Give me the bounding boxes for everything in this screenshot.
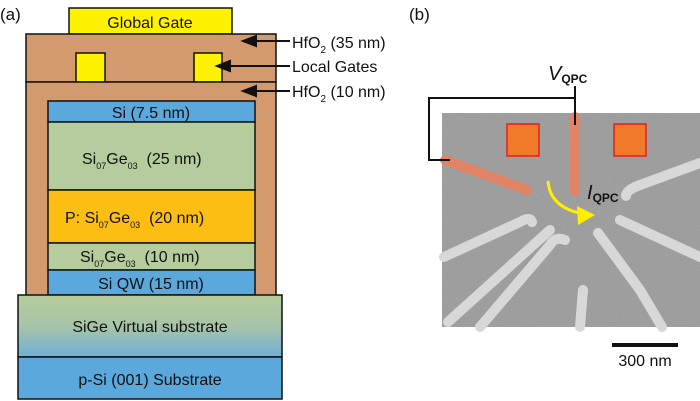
local-gate-right [193, 52, 223, 83]
hfo2-35-layer [25, 33, 277, 83]
qpc-gates [440, 112, 580, 196]
local-gate-left [75, 52, 106, 83]
measurement-wire [428, 86, 576, 161]
local-gates-label: Local Gates [292, 59, 377, 76]
p-sige-20-label: P: Si07Ge03 (20 nm) [65, 210, 204, 230]
v-qpc-label: VQPC [548, 63, 588, 86]
substrate-layer [17, 356, 283, 400]
panel-b-label: (b) [409, 5, 430, 24]
panel-a-label: (a) [0, 5, 21, 24]
sem-image [439, 112, 700, 332]
si-cap-label: Si (7.5 nm) [112, 105, 190, 122]
p-sige-20-layer [47, 189, 256, 244]
panel-a: (a) Global Gate Si (7.5 nm) Si07Ge03 (25… [0, 5, 386, 400]
i-qpc-label: IQPC [587, 182, 619, 205]
annotation-arrows [214, 34, 290, 98]
hfo2-35-label: HfO2 (35 nm) [292, 35, 386, 56]
global-gate [68, 7, 233, 35]
quantum-dot-right [613, 123, 647, 157]
scale-bar-label: 300 nm [618, 353, 671, 370]
quantum-dot-left [506, 123, 540, 157]
hfo2-10-label: HfO2 (10 nm) [292, 84, 386, 105]
si-qw-label: Si QW (15 nm) [98, 276, 204, 293]
sige-25-label: Si07Ge03 (25 nm) [82, 151, 202, 171]
gate-fingers [439, 158, 700, 332]
global-gate-label: Global Gate [107, 15, 192, 32]
substrate-label: p-Si (001) Substrate [78, 372, 221, 389]
sige-25-layer [47, 121, 256, 191]
panel-b: (b) VQPC [409, 5, 700, 370]
scale-bar [612, 343, 678, 347]
current-arrow-icon [546, 180, 595, 225]
sige-10-layer [47, 242, 256, 271]
sige-10-label: Si07Ge03 (10 nm) [80, 249, 200, 269]
virtual-substrate-layer [17, 294, 283, 358]
virtual-substrate-label: SiGe Virtual substrate [72, 319, 227, 336]
